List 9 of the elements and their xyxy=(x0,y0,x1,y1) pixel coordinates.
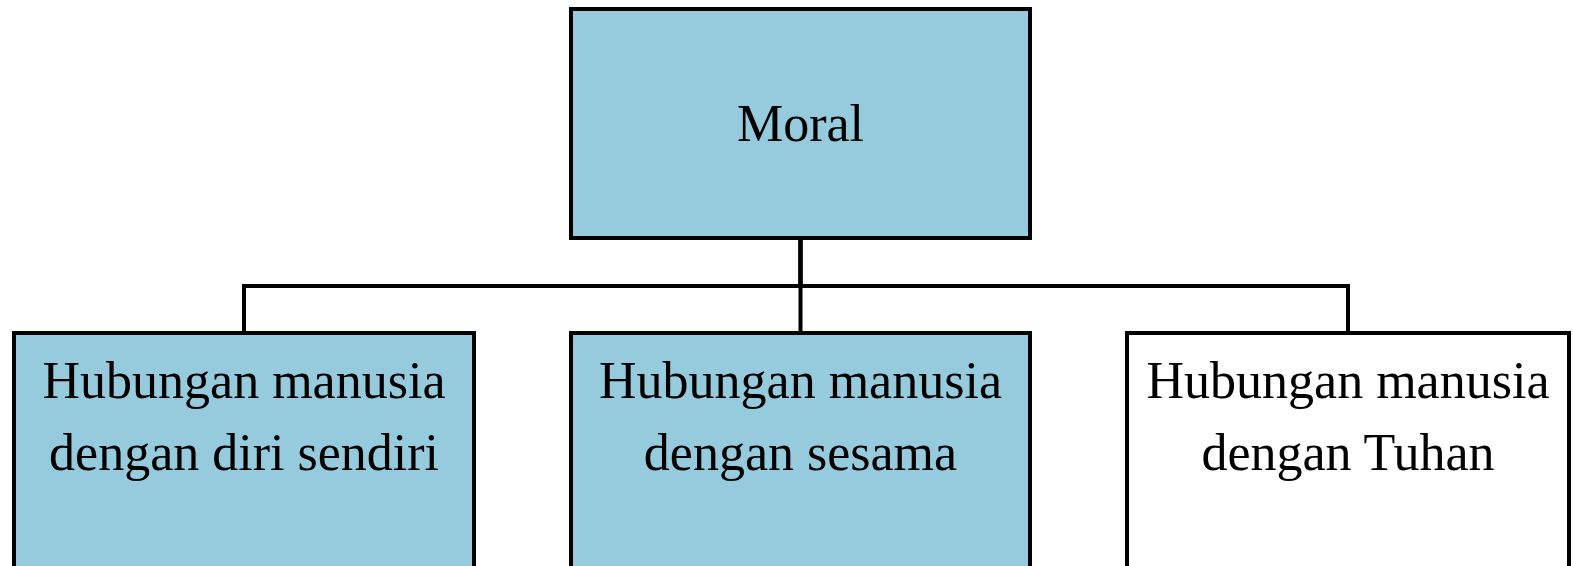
text-box xyxy=(569,331,1032,566)
connector-line xyxy=(798,240,1350,331)
box-label: Hubungan manusia dengan diri sendiri xyxy=(41,351,447,483)
text-box xyxy=(569,7,1032,240)
box-label: Moral xyxy=(736,93,865,154)
text-box xyxy=(12,331,476,566)
box-label: Hubungan manusia dengan sesama xyxy=(598,351,1003,483)
text-box xyxy=(1125,331,1571,566)
box-label: Hubungan manusia dengan Tuhan xyxy=(1145,351,1551,483)
